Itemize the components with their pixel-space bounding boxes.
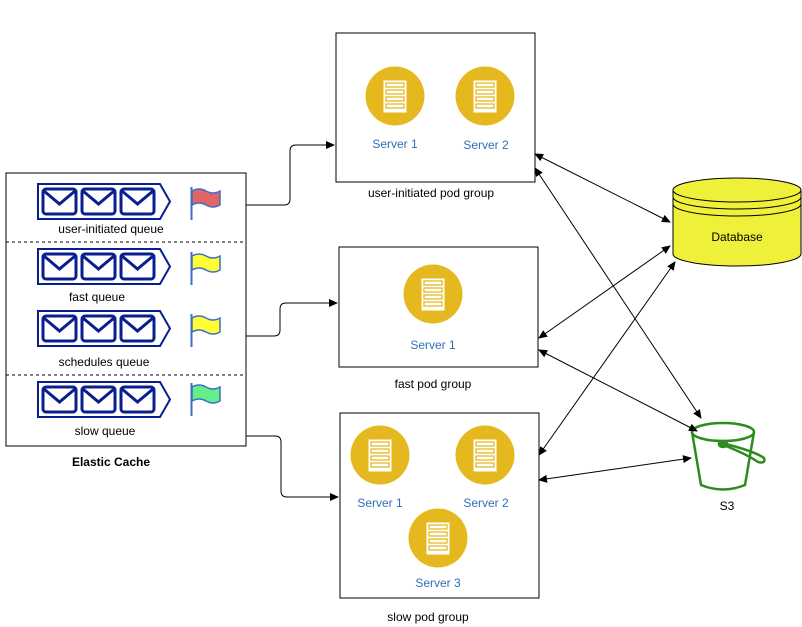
connector-schedules-queue — [246, 299, 338, 337]
pod-group-label: fast pod group — [395, 377, 472, 391]
pod-group-label: slow pod group — [387, 610, 469, 624]
server-label: Server 3 — [415, 576, 461, 590]
server-icon — [364, 65, 426, 127]
message-queue-icon — [38, 311, 170, 346]
link-slow-s3 — [538, 455, 692, 483]
server-label: Server 1 — [372, 137, 418, 151]
queue-slow: slow queue — [38, 382, 221, 438]
link-slow-database — [538, 261, 676, 456]
queue-fast: fast queue — [38, 249, 221, 304]
message-queue-icon — [38, 382, 170, 417]
server-icon — [402, 263, 464, 325]
server-label: Server 2 — [463, 496, 509, 510]
elastic-cache-label: Elastic Cache — [72, 455, 150, 469]
message-queue-icon — [38, 249, 170, 284]
database-icon — [672, 177, 802, 267]
s3-label: S3 — [720, 499, 735, 513]
server-icon — [349, 424, 411, 486]
server-icon — [407, 507, 469, 569]
queue-label: fast queue — [69, 290, 125, 304]
queue-schedules: schedules queue — [38, 311, 221, 369]
server-label: Server 2 — [463, 138, 509, 152]
message-queue-icon — [38, 184, 170, 219]
server-icon — [454, 65, 516, 127]
queue-label: schedules queue — [59, 355, 150, 369]
server-label: Server 1 — [357, 496, 403, 510]
queue-label: user-initiated queue — [58, 222, 164, 236]
server-label: Server 1 — [410, 338, 456, 352]
connector-slow-queue — [246, 435, 339, 501]
link-fast-database — [538, 245, 671, 339]
s3-bucket-icon — [690, 421, 766, 491]
link-user-database — [534, 153, 671, 223]
queue-label: slow queue — [75, 424, 136, 438]
pod-group-label: user-initiated pod group — [368, 186, 494, 200]
server-icon — [454, 424, 516, 486]
link-fast-s3 — [538, 349, 698, 432]
connector-user-queue — [246, 141, 335, 206]
queue-user-initiated: user-initiated queue — [38, 184, 221, 236]
database-label: Database — [711, 230, 763, 244]
